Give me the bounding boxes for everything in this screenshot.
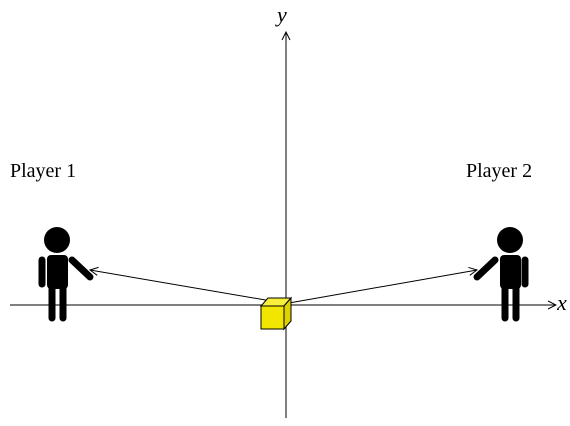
y-axis-label: y (277, 2, 287, 27)
player-2-label: Player 2 (466, 160, 533, 182)
player-1-label: Player 1 (10, 160, 77, 182)
x-axis-label: x (557, 292, 567, 314)
player-2-icon (473, 227, 529, 322)
vector-to-player-2 (288, 270, 477, 304)
vector-to-player-1 (90, 270, 284, 304)
player-1-icon (38, 227, 94, 322)
cube-icon (259, 296, 293, 331)
